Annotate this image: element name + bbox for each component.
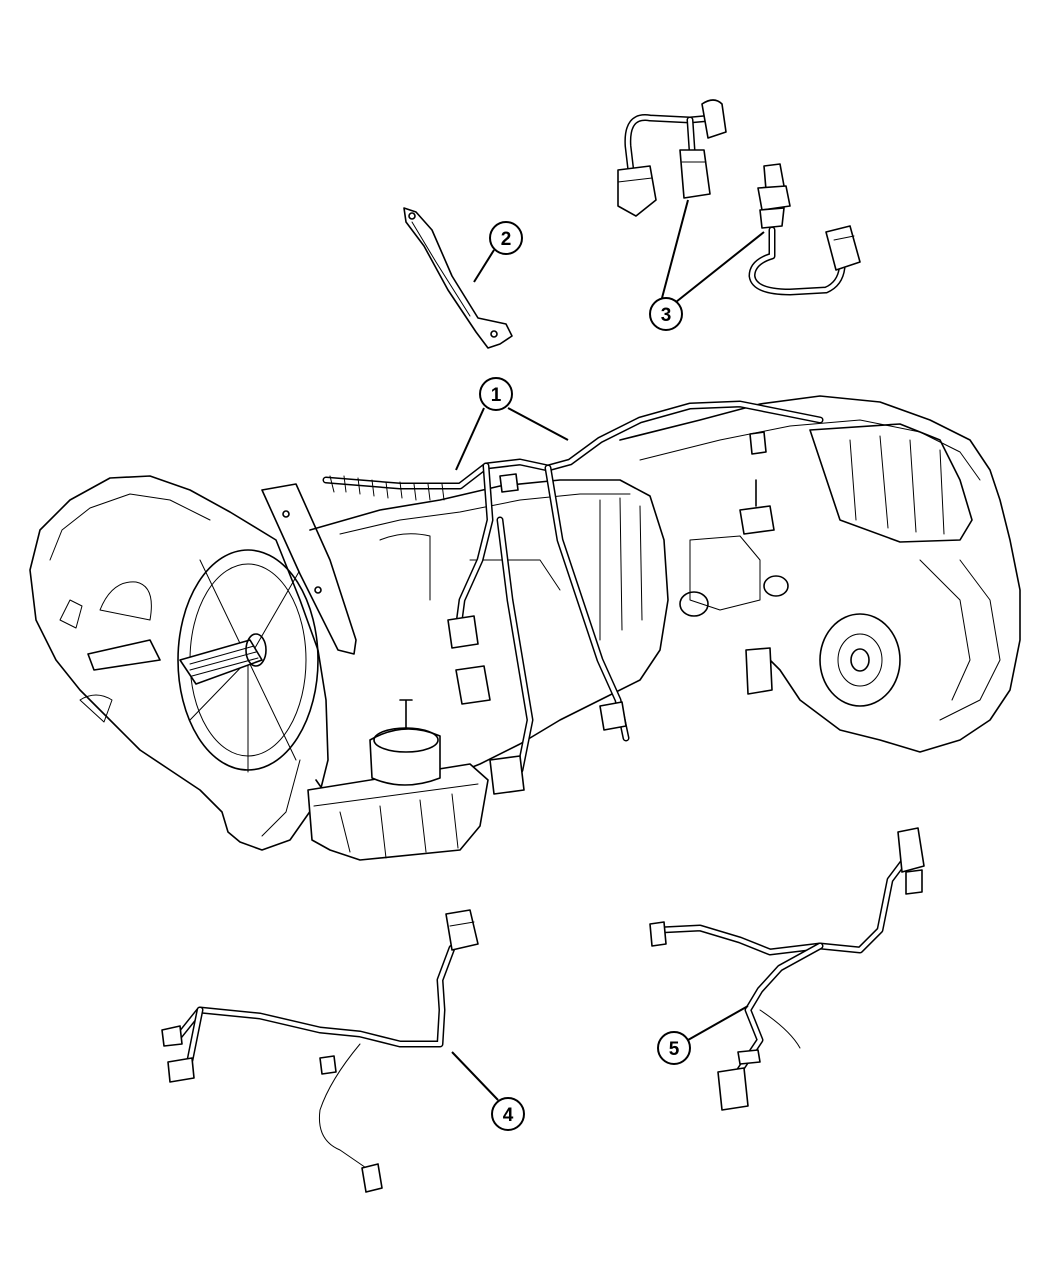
part-1-transmission-assembly	[29, 395, 1021, 861]
callout-1-label: 1	[491, 385, 502, 406]
callout-2: 2	[473, 221, 523, 283]
part-3-harness	[617, 99, 861, 296]
callout-3-label: 3	[661, 305, 672, 326]
callout-2-label: 2	[501, 229, 512, 250]
callout-4-label: 4	[503, 1105, 514, 1126]
callout-3: 3	[649, 199, 765, 331]
callout-1: 1	[455, 377, 569, 471]
part-5-harness	[649, 827, 925, 1111]
part-2-bracket	[403, 207, 513, 349]
callout-5-label: 5	[669, 1039, 680, 1060]
part-4-harness	[161, 909, 479, 1193]
callout-4: 4	[451, 1051, 525, 1131]
callout-5: 5	[657, 1005, 749, 1065]
